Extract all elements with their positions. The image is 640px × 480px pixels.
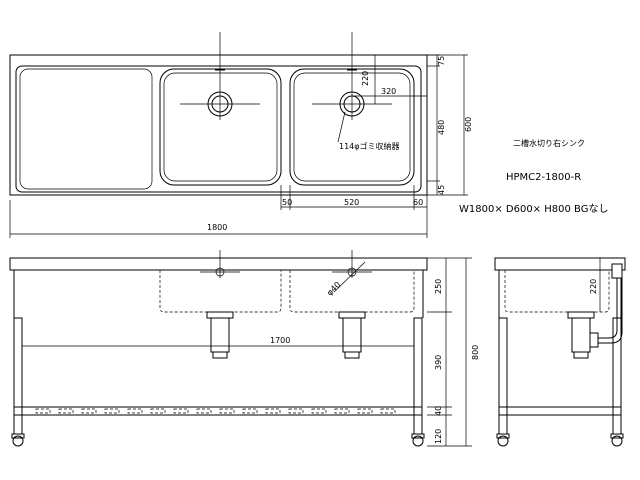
shelf-slot	[242, 408, 258, 414]
dim-drain-offset: 320	[381, 87, 396, 96]
undershelf	[13, 406, 423, 416]
dim-total-width: 1800	[207, 223, 227, 232]
shelf-slot	[104, 408, 120, 414]
shelf-slot	[334, 408, 350, 414]
dim-drain-from-back: 220	[361, 71, 370, 86]
side-view: 220	[494, 257, 626, 447]
caster-left	[12, 435, 24, 447]
dim-bowl-height: 250	[434, 279, 443, 294]
side-top	[494, 257, 626, 271]
dim-leg-span: 1700	[270, 336, 290, 345]
front-top	[9, 257, 428, 271]
drain-pipe-left	[210, 317, 230, 353]
product-size: W1800× D600× H800 BGなし	[459, 203, 608, 215]
shelf-slot	[288, 408, 304, 414]
caster-right	[412, 435, 424, 447]
callout-drain-dia: φ40	[325, 280, 342, 297]
shelf-slot	[380, 408, 396, 414]
plan-view: 220 320 114φゴミ収納器 75 480 45 600 50 520 6…	[9, 32, 473, 238]
title-block: 二槽水切り右シンク HPMC2-1800-R W1800× D600× H800…	[459, 138, 608, 215]
product-name: 二槽水切り右シンク	[513, 138, 585, 148]
leg-right	[413, 317, 423, 435]
model-number: HPMC2-1800-R	[506, 172, 581, 183]
shelf-slot	[265, 408, 281, 414]
dim-top-back: 75	[437, 56, 446, 66]
drain-pipe-right	[342, 317, 362, 353]
bowl-left	[159, 68, 282, 186]
side-leg-right	[612, 317, 622, 435]
dim-left-gap: 50	[282, 198, 292, 207]
leg-left	[13, 317, 23, 435]
plan-rim	[15, 65, 422, 193]
dim-depth: 600	[464, 117, 473, 132]
dim-shelf-thick: 40	[434, 406, 443, 416]
dim-bowl-depth: 480	[437, 120, 446, 135]
dim-shelf-height: 390	[434, 355, 443, 370]
plan-outline	[9, 54, 428, 196]
drainboard	[19, 68, 153, 190]
callout-waste-basket: 114φゴミ収納器	[339, 141, 400, 151]
side-shelf	[498, 406, 622, 416]
shelf-slot	[196, 408, 212, 414]
dim-top-front: 45	[437, 185, 446, 195]
shelf-slots	[35, 408, 396, 414]
dim-bowl-width: 520	[344, 198, 359, 207]
dim-right-gap: 60	[413, 198, 423, 207]
dim-floor-clear: 120	[434, 429, 443, 444]
overflow-pipe	[596, 278, 618, 339]
side-leg-left	[498, 317, 508, 435]
dim-side-drain: 220	[589, 279, 598, 294]
shelf-slot	[58, 408, 74, 414]
side-bowl	[504, 270, 610, 313]
shelf-slot	[35, 408, 51, 414]
shelf-slot	[311, 408, 327, 414]
shelf-slot	[127, 408, 143, 414]
shelf-slot	[219, 408, 235, 414]
dim-height: 800	[471, 345, 480, 360]
shelf-slot	[150, 408, 166, 414]
front-view: φ40 1700 250 390 40	[9, 250, 480, 447]
side-drain-pipe	[571, 317, 591, 353]
shelf-slot	[173, 408, 189, 414]
shelf-slot	[357, 408, 373, 414]
shelf-slot	[81, 408, 97, 414]
